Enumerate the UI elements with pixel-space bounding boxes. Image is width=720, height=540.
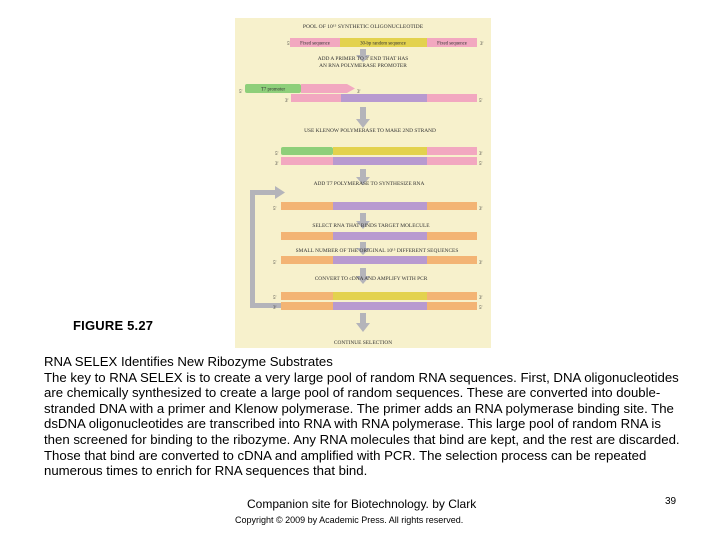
amp-random-bottom — [333, 302, 427, 310]
ds-fixed-bottom-right — [427, 157, 477, 165]
primer-strand: 5' T7 promoter 3' 3' 5' — [239, 84, 483, 104]
t7-promoter-segment — [245, 84, 301, 93]
step-label-1a: ADD A PRIMER TO 3' END THAT HAS — [318, 56, 409, 62]
end-label: 5' — [275, 152, 279, 157]
figure-caption: RNA SELEX Identifies New Ribozyme Substr… — [44, 354, 684, 479]
figure-label: FIGURE 5.27 — [73, 318, 154, 333]
amp-fixed-right-bottom — [427, 302, 477, 310]
end-label: 3' — [479, 296, 483, 301]
end-label: 3' — [275, 162, 279, 167]
step-label-3: ADD T7 POLYMERASE TO SYNTHESIZE RNA — [314, 181, 425, 187]
amp-fixed-left-bottom — [281, 302, 333, 310]
primer-arrowhead — [347, 84, 355, 93]
caption-title: RNA SELEX Identifies New Ribozyme Substr… — [44, 354, 333, 369]
small-fixed-left — [281, 256, 333, 264]
down-arrow — [356, 213, 370, 229]
step-label-7: CONTINUE SELECTION — [334, 340, 392, 346]
random-segment — [340, 38, 427, 47]
end-label: 3' — [480, 42, 484, 47]
ds-random-bottom — [333, 157, 427, 165]
amp-fixed-left-top — [281, 292, 333, 300]
rna-random — [333, 202, 427, 210]
fixed-label-right: Fixed sequence — [437, 42, 467, 47]
primer-segment — [301, 84, 347, 93]
down-arrow — [356, 107, 370, 128]
fixed-segment-right — [427, 38, 477, 47]
end-label: 3' — [479, 207, 483, 212]
fixed-segment-left — [290, 38, 340, 47]
pool-strand: 5' Fixed sequence 30-bp random sequence … — [287, 38, 484, 47]
step-label-1b: AN RNA POLYMERASE PROMOTER — [319, 63, 407, 69]
small-fixed-right — [427, 256, 477, 264]
footer-site: Companion site for Biotechnology. by Cla… — [247, 497, 477, 511]
page-number: 39 — [665, 496, 677, 507]
selected-rna-strand — [281, 232, 477, 240]
sel-fixed-left — [281, 232, 333, 240]
small-random — [333, 256, 427, 264]
caption-body: The key to RNA SELEX is to create a very… — [44, 369, 680, 479]
selex-diagram-svg: POOL OF 10¹⁵ SYNTHETIC OLIGONUCLEOTIDE 5… — [239, 24, 484, 346]
end-label: 3' — [479, 261, 483, 266]
end-label: 5' — [273, 296, 277, 301]
down-arrow — [356, 242, 370, 255]
end-label: 5' — [479, 99, 483, 104]
end-label: 3' — [479, 152, 483, 157]
amp-fixed-right-top — [427, 292, 477, 300]
dsdna-strand: 5' 3' 3' 5' — [275, 147, 483, 167]
step-label-4: SELECT RNA THAT BINDS TARGET MOLECULE — [312, 223, 430, 229]
down-arrow — [356, 49, 370, 62]
amp-random-top — [333, 292, 427, 300]
template-fixed-left — [291, 94, 341, 102]
down-arrow — [356, 268, 370, 284]
end-label: 5' — [287, 42, 291, 47]
end-label: 5' — [479, 162, 483, 167]
selex-diagram: POOL OF 10¹⁵ SYNTHETIC OLIGONUCLEOTIDE 5… — [235, 18, 491, 348]
promoter-label: T7 promoter — [261, 88, 286, 93]
sel-fixed-right — [427, 232, 477, 240]
end-label: 3' — [273, 306, 277, 311]
small-pool-strand: 5' 3' — [273, 256, 483, 266]
end-label: 5' — [239, 90, 243, 95]
down-arrow — [356, 169, 370, 185]
ds-promoter-top — [281, 147, 333, 155]
amplified-cdna-strand: 5' 3' 3' 5' — [273, 292, 483, 311]
end-label: 3' — [285, 99, 289, 104]
pool-header: POOL OF 10¹⁵ SYNTHETIC OLIGONUCLEOTIDE — [303, 24, 424, 30]
rna-strand: 5' 3' — [273, 202, 483, 212]
step-label-5: SMALL NUMBER OF THE ORIGINAL 10¹⁵ DIFFER… — [296, 248, 459, 254]
random-label: 30-bp random sequence — [360, 42, 406, 47]
rna-fixed-right — [427, 202, 477, 210]
footer-copyright: Copyright © 2009 by Academic Press. All … — [235, 515, 464, 525]
end-label: 5' — [273, 261, 277, 266]
end-label: 5' — [273, 207, 277, 212]
template-random — [341, 94, 427, 102]
end-label: 3' — [357, 90, 361, 95]
step-label-2: USE KLENOW POLYMERASE TO MAKE 2ND STRAND — [304, 128, 436, 134]
ds-random-top — [333, 147, 427, 155]
end-label: 5' — [479, 306, 483, 311]
rna-fixed-left — [281, 202, 333, 210]
sel-random — [333, 232, 427, 240]
ds-fixed-bottom-left — [281, 157, 333, 165]
down-arrow — [356, 313, 370, 332]
ds-fixed-top — [427, 147, 477, 155]
template-fixed-right — [427, 94, 477, 102]
fixed-label-left: Fixed sequence — [300, 42, 330, 47]
step-label-6: CONVERT TO cDNA AND AMPLIFY WITH PCR — [315, 276, 428, 282]
